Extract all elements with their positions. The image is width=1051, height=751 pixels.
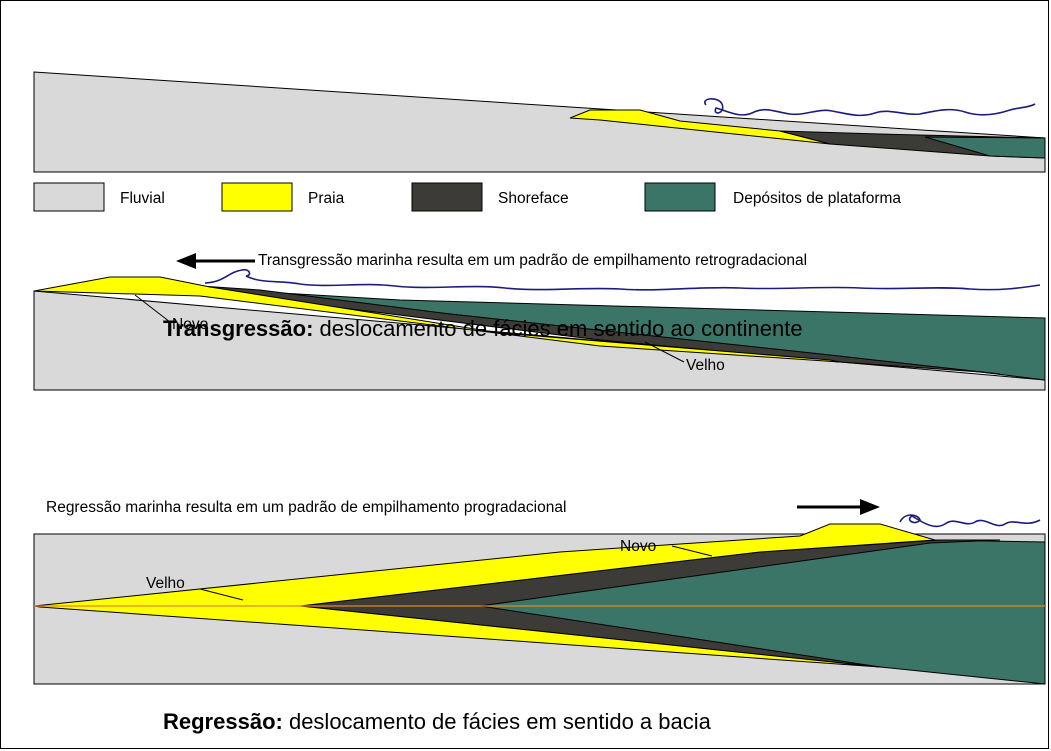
legend-swatch-shoreface [411,182,483,212]
beach-body [33,523,936,668]
leader-line-new [671,545,713,557]
arrow-left-icon [176,253,196,269]
leader-line-old [644,341,685,363]
beach-body [569,109,831,145]
panel-regression: Novo Velho Regressão marinha resulta em … [33,499,1046,685]
caption-bold: Regressão: [163,709,283,734]
caption-bold: Transgressão: [163,316,313,341]
legend: Fluvial Praia Shoreface Depósitos de pla… [33,182,901,212]
panel-transgression: Novo Velho Transgressão marinha resulta … [33,252,1046,391]
label-velho: Velho [146,575,185,592]
sea-surface-line [899,514,1041,528]
leader-line-new [134,294,171,323]
legend-swatch-plataforma [644,182,716,212]
sea-surface-line [704,98,1036,117]
legend-label-plataforma: Depósitos de plataforma [733,190,901,207]
transgression-arrow-text: Transgressão marinha resulta em um padrã… [258,252,807,269]
arrow-right-icon [860,499,880,515]
shelf-body [924,136,1046,159]
fluvial-body [33,71,1046,173]
label-novo: Novo [620,538,656,555]
sea-surface-line [204,268,1041,291]
legend-swatch-fluvial [33,182,105,212]
caption-rest: deslocamento de fácies em sentido a baci… [283,709,712,734]
legend-label-shoreface: Shoreface [498,190,569,207]
label-velho: Velho [686,357,725,374]
shoreface-body [199,285,1001,375]
label-novo: Novo [172,316,208,333]
regression-arrow-text: Regressão marinha resulta em um padrão d… [46,499,566,516]
leader-line-old [199,588,244,601]
panel-initial-section [33,71,1046,173]
transgression-caption: Transgressão: deslocamento de fácies em … [163,316,803,341]
regression-caption: Regressão: deslocamento de fácies em sen… [163,709,712,734]
beach-body [33,276,841,363]
legend-label-praia: Praia [308,190,345,207]
legend-label-fluvial: Fluvial [120,190,165,207]
caption-rest: deslocamento de fácies em sentido ao con… [313,316,802,341]
legend-swatch-praia [221,182,293,212]
